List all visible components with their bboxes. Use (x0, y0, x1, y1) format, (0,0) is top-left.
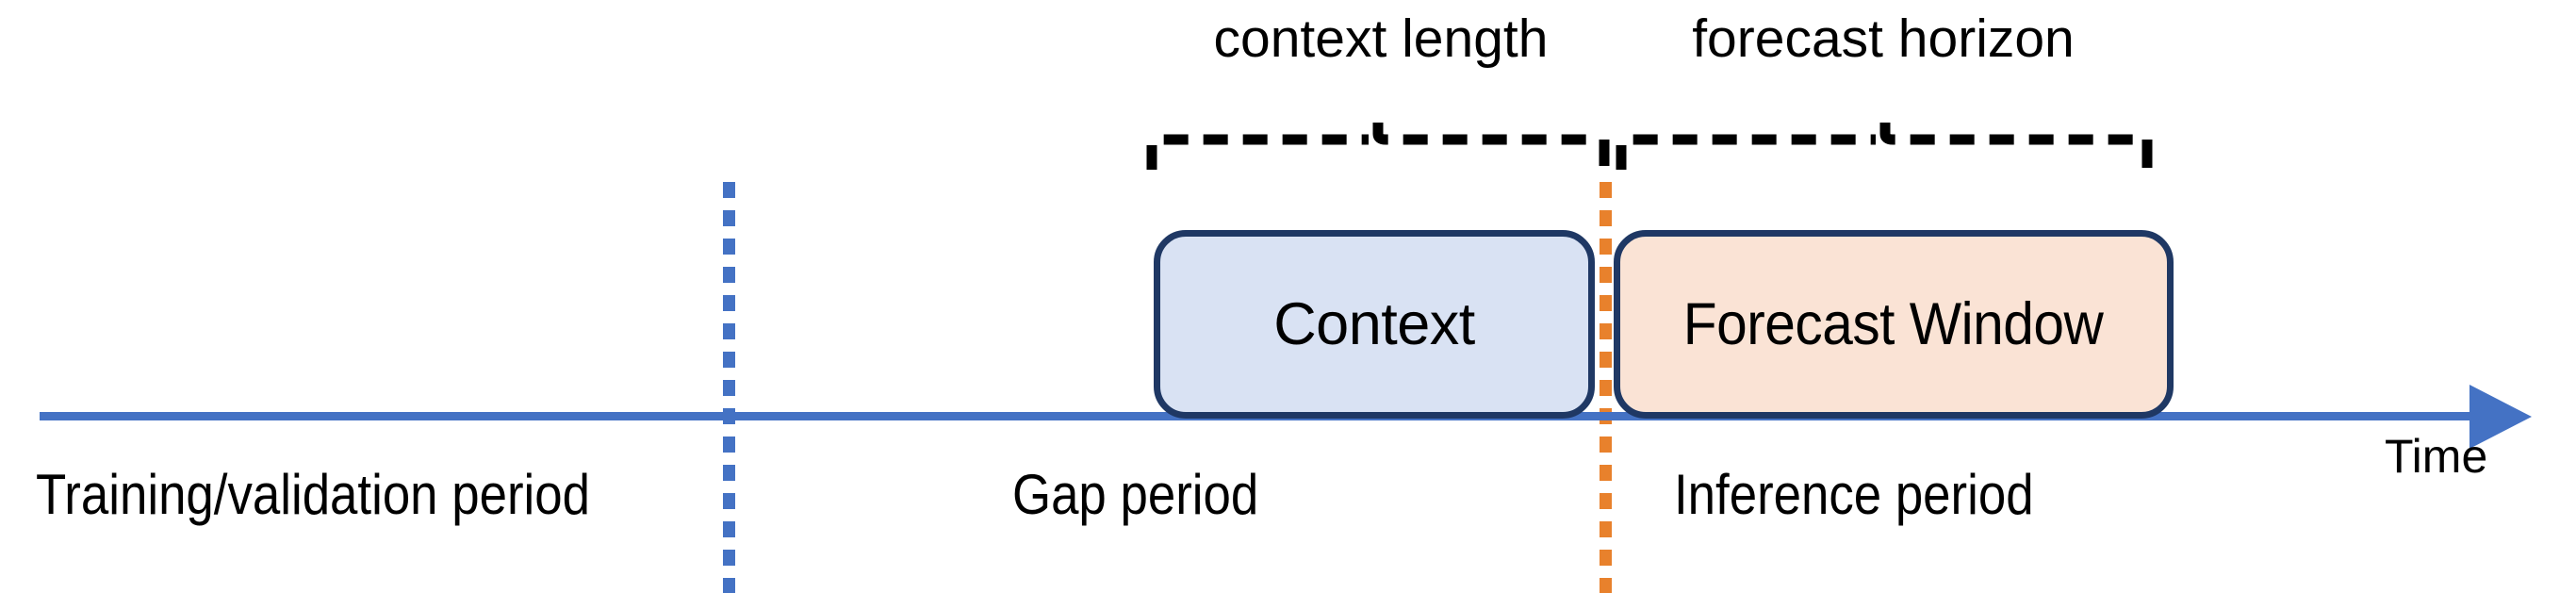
training-period-caption: Training/validation period (36, 463, 591, 526)
forecast-horizon-brace-icon (1616, 123, 2153, 170)
gap-to-inference-divider (1600, 182, 1612, 593)
context-box[interactable]: Context (1154, 230, 1595, 419)
right-arrow-icon (2469, 385, 2532, 449)
context-length-brace-icon (1146, 123, 1610, 170)
context-box-label: Context (1273, 291, 1475, 357)
forecast-window-box-label: Forecast Window (1683, 291, 2104, 357)
time-axis-label: Time (2385, 430, 2488, 483)
inference-period-caption: Inference period (1674, 463, 2034, 526)
forecast-window-box[interactable]: Forecast Window (1614, 230, 2174, 419)
context-length-label: context length (1213, 8, 1549, 69)
gap-period-caption: Gap period (1012, 463, 1259, 526)
forecast-horizon-label: forecast horizon (1692, 8, 2075, 69)
training-to-gap-divider (723, 182, 735, 593)
